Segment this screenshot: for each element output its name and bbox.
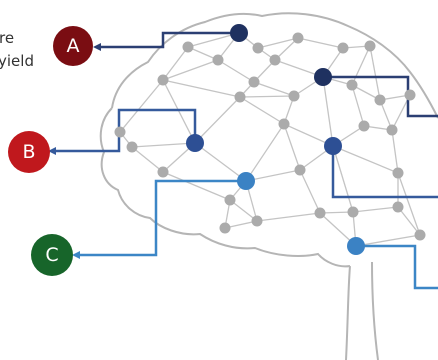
gray-node	[347, 206, 359, 218]
gray-node	[157, 74, 169, 86]
mesh-edge	[162, 79, 241, 98]
gray-node	[364, 40, 376, 52]
gray-node	[114, 126, 126, 138]
badge-b: B	[8, 131, 50, 173]
connector-line-right-bottom	[356, 244, 438, 290]
gray-node	[358, 120, 370, 132]
gray-node	[392, 201, 404, 213]
gray-node	[248, 76, 260, 88]
connector-line-right-middle	[331, 146, 438, 199]
gray-node	[337, 42, 349, 54]
mesh-edge	[332, 145, 399, 174]
gray-node	[212, 54, 224, 66]
mesh-edge	[245, 169, 301, 182]
mesh-edge	[162, 46, 189, 81]
mesh-edge	[391, 129, 399, 174]
mesh-edge	[397, 172, 421, 236]
arrowhead-c	[72, 251, 80, 259]
mesh-edge	[322, 76, 334, 147]
gray-node	[224, 194, 236, 206]
arrowhead-a	[93, 43, 101, 51]
mesh-edge	[239, 95, 295, 98]
mesh-edge	[256, 212, 321, 222]
text-fragment-1: re	[0, 29, 15, 47]
gray-node	[269, 54, 281, 66]
mesh-edge	[397, 206, 421, 236]
mesh-edge	[131, 142, 196, 148]
mesh-edge	[245, 123, 285, 182]
gray-node	[294, 164, 306, 176]
mesh-edge	[351, 45, 371, 86]
mesh-edge	[162, 79, 196, 144]
mesh-edge	[239, 96, 285, 125]
mesh-edge	[162, 59, 219, 81]
mesh-edge	[299, 169, 321, 214]
network-nodes	[114, 24, 426, 255]
badge-c-label: C	[45, 244, 59, 266]
badge-a: A	[53, 26, 93, 66]
gray-node	[346, 79, 358, 91]
gray-node	[404, 89, 416, 101]
mesh-edge	[194, 96, 241, 144]
gray-node	[157, 166, 169, 178]
gray-node	[314, 207, 326, 219]
gray-node	[288, 90, 300, 102]
mesh-edge	[297, 37, 344, 49]
neural-mesh	[119, 32, 421, 247]
mesh-edge	[283, 123, 301, 171]
text-fragment-2: yield	[0, 52, 34, 70]
mesh-edge	[369, 45, 381, 101]
mesh-edge	[253, 81, 295, 97]
mesh-edge	[217, 59, 255, 83]
mesh-edge	[351, 84, 365, 127]
navy-node-top	[230, 24, 248, 42]
gray-node	[126, 141, 138, 153]
gray-node	[386, 124, 398, 136]
mesh-edge	[194, 142, 247, 182]
connector-line-b	[55, 108, 197, 153]
gray-node	[251, 215, 263, 227]
blue-node-right	[324, 137, 342, 155]
navy-node-upper-right	[314, 68, 332, 86]
badge-a-label: A	[66, 35, 80, 57]
gray-node	[414, 229, 426, 241]
gray-node	[278, 118, 290, 130]
mesh-edge	[229, 199, 258, 222]
mesh-edge	[119, 79, 164, 133]
blue-node-left	[186, 134, 204, 152]
gray-node	[234, 91, 246, 103]
mesh-edge	[352, 206, 399, 213]
gray-node	[392, 167, 404, 179]
mesh-edge	[332, 145, 354, 213]
gray-node	[182, 41, 194, 53]
mesh-edge	[162, 171, 231, 201]
mesh-edge	[319, 211, 354, 214]
arrowhead-b	[48, 147, 56, 155]
badge-b-label: B	[22, 141, 36, 163]
connector-line-c	[79, 179, 246, 257]
connector-line-a	[100, 31, 239, 49]
gray-node	[219, 222, 231, 234]
brain-outline	[99, 12, 438, 360]
gray-node	[252, 42, 264, 54]
gray-node	[292, 32, 304, 44]
light-blue-node-lower-right	[347, 237, 365, 255]
mesh-edge	[131, 146, 164, 173]
badge-c: C	[31, 234, 73, 276]
mesh-edge	[257, 37, 299, 49]
mesh-edge	[355, 234, 421, 247]
light-blue-node-center	[237, 172, 255, 190]
gray-node	[374, 94, 386, 106]
